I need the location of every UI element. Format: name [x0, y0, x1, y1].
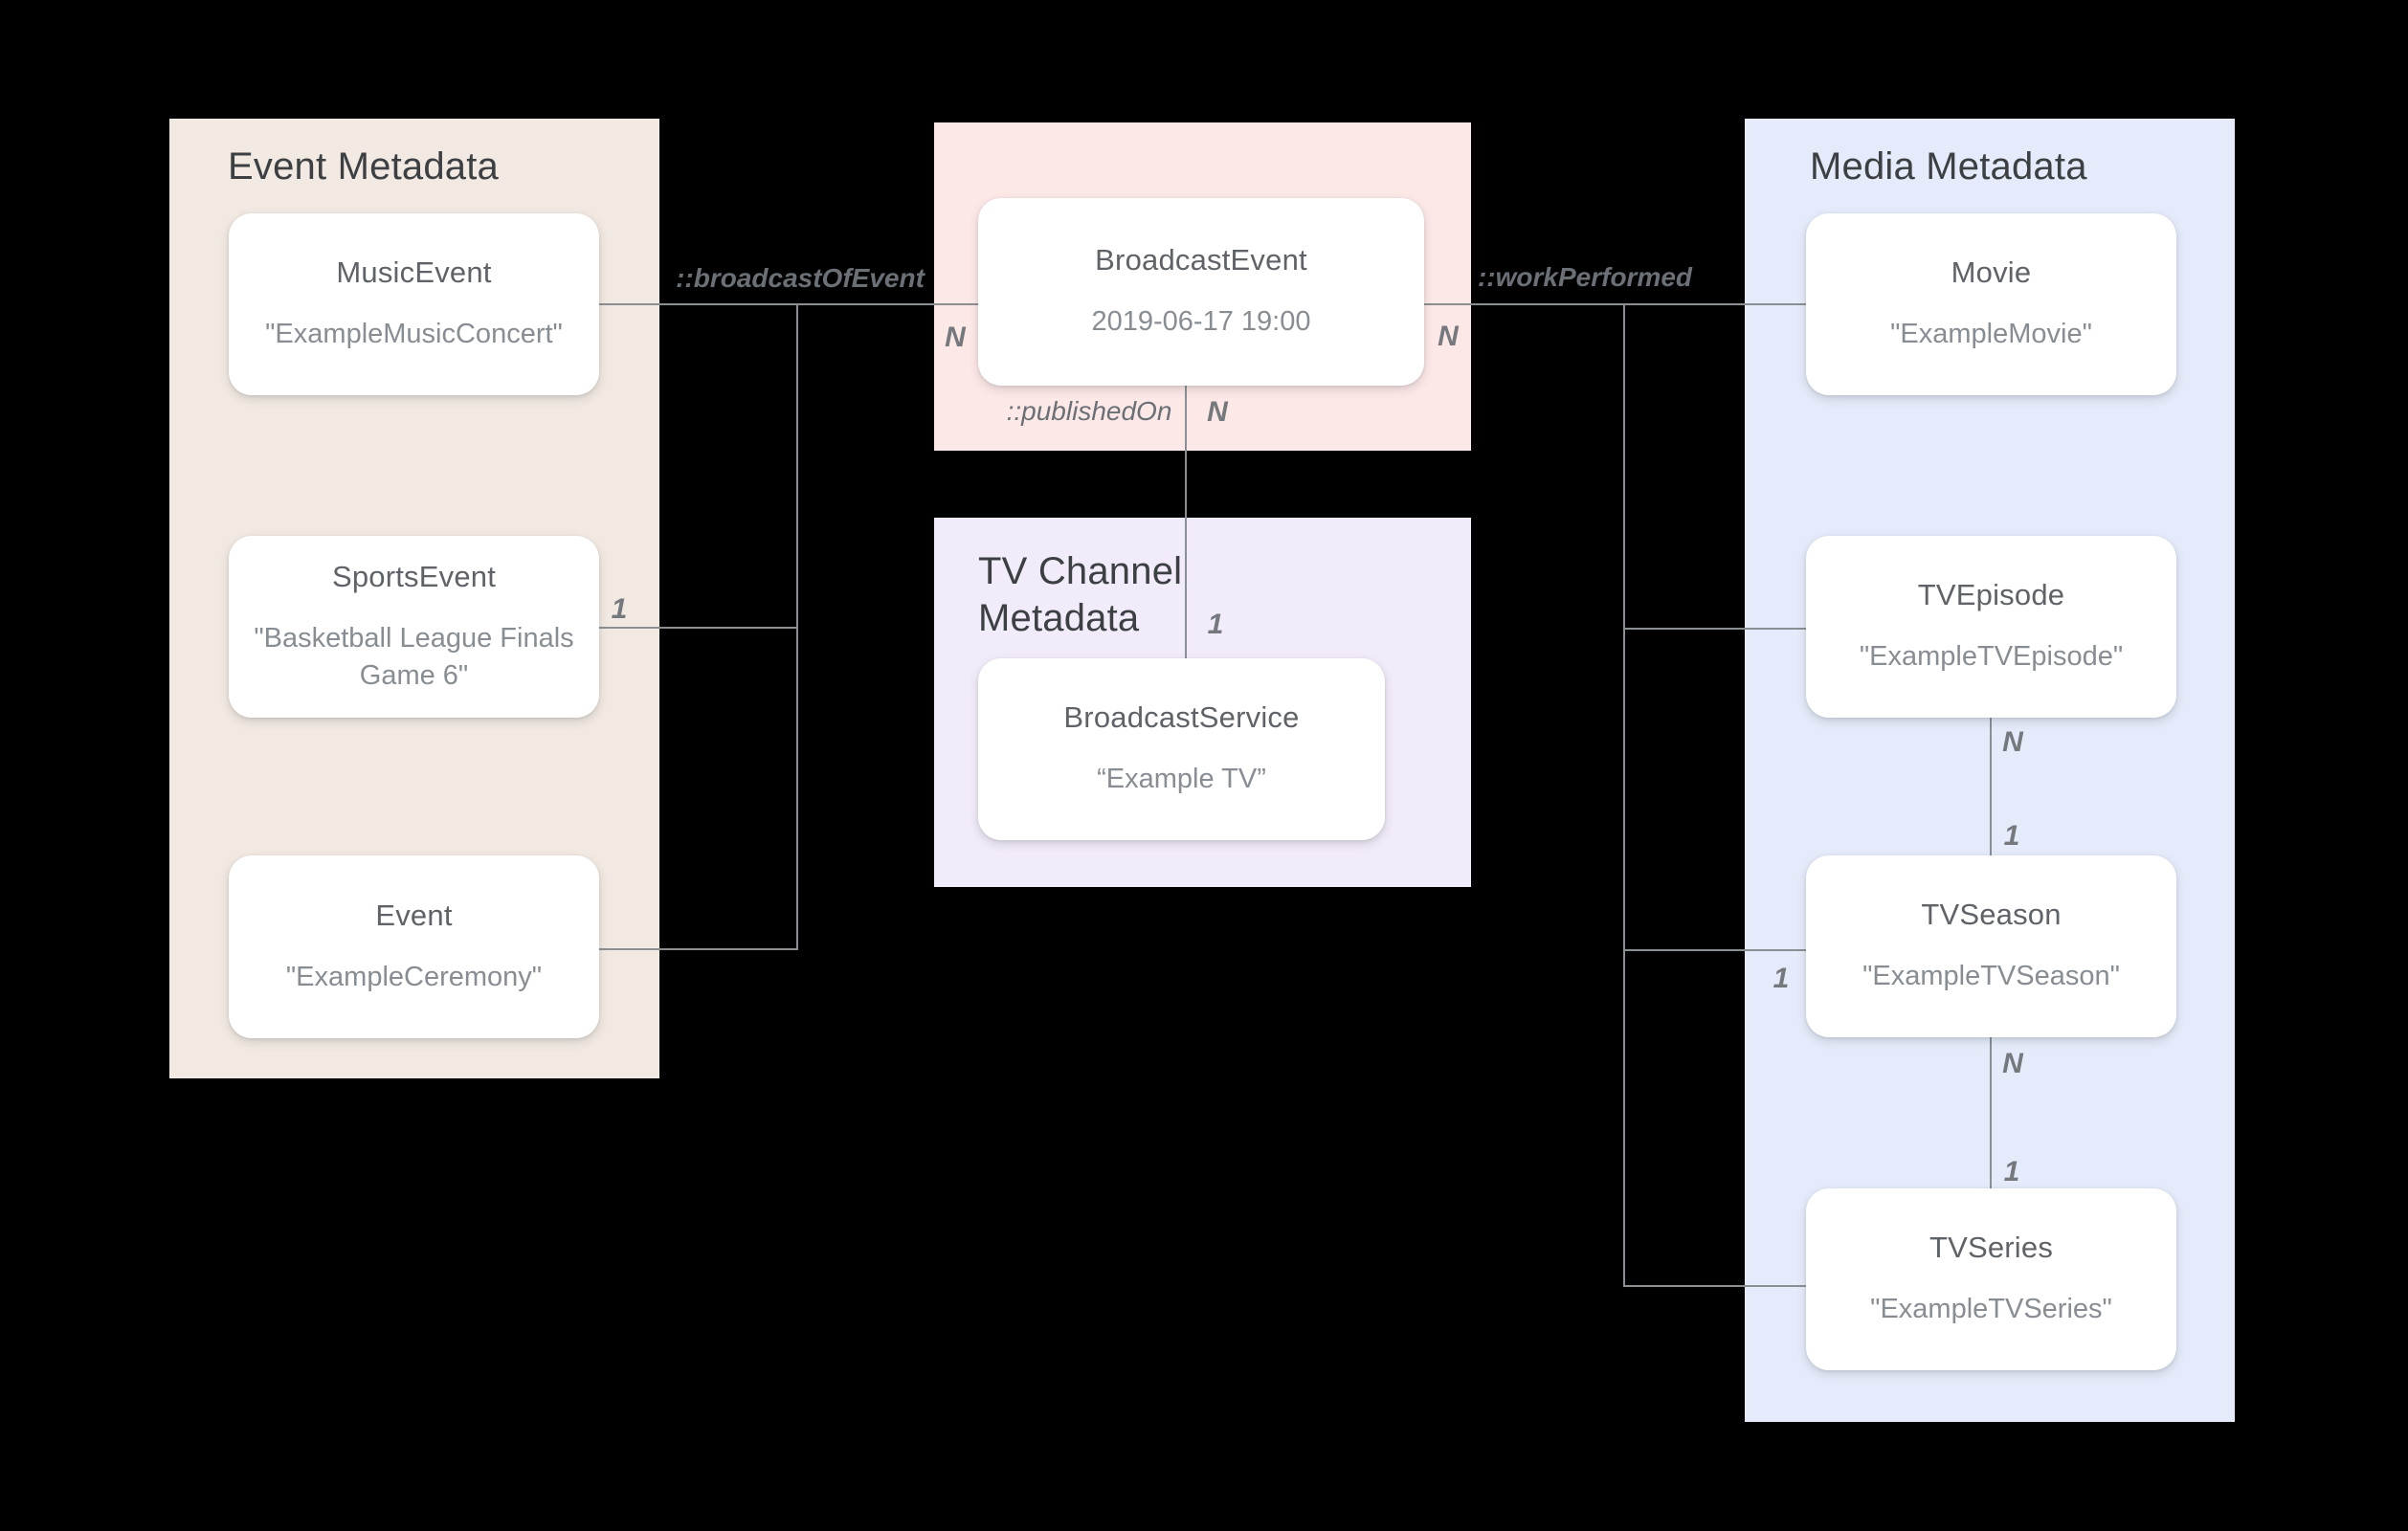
connector-right-trunk [1623, 303, 1625, 1287]
label-broadcast-of-event: ::broadcastOfEvent [676, 263, 925, 293]
cardinality-1-broadcastservice: 1 [1207, 609, 1224, 640]
connector-broadcastevent-movie [1424, 303, 1806, 305]
group-title-event-metadata: Event Metadata [228, 145, 499, 188]
node-title: Event [375, 898, 453, 932]
label-published-on: ::publishedOn [1006, 396, 1172, 426]
cardinality-1-sportsevent: 1 [611, 593, 628, 625]
connector-tvseason-tvseries [1990, 1037, 1992, 1188]
node-title: TVEpisode [1917, 578, 2065, 612]
connector-event-branch [599, 948, 796, 950]
node-event: Event "ExampleCeremony" [229, 855, 599, 1038]
node-tv-episode: TVEpisode "ExampleTVEpisode" [1806, 536, 2176, 718]
node-broadcast-event: BroadcastEvent 2019-06-17 19:00 [978, 198, 1424, 386]
node-value: "Basketball League Finals Game 6" [254, 623, 574, 691]
node-value: "ExampleTVEpisode" [1859, 641, 2124, 673]
cardinality-1-tvseason: 1 [1773, 963, 1790, 994]
node-tv-season: TVSeason "ExampleTVSeason" [1806, 855, 2176, 1037]
group-title-media-metadata: Media Metadata [1810, 145, 2087, 188]
node-value: "ExampleTVSeries" [1870, 1294, 2112, 1325]
node-tv-series: TVSeries "ExampleTVSeries" [1806, 1188, 2176, 1370]
node-title: MusicEvent [336, 255, 492, 290]
cardinality-n-season-series: N [2002, 1048, 2023, 1079]
node-value: "ExampleTVSeason" [1862, 961, 2120, 992]
cardinality-1-season-series: 1 [2003, 1156, 2020, 1187]
node-value: 2019-06-17 19:00 [1091, 306, 1311, 338]
node-title: TVSeries [1929, 1231, 2054, 1265]
node-broadcast-service: BroadcastService “Example TV” [978, 658, 1385, 840]
connector-musicevent-broadcastevent [599, 303, 978, 305]
node-title: TVSeason [1921, 898, 2062, 932]
label-work-performed: ::workPerformed [1477, 262, 1693, 292]
node-value: "ExampleMusicConcert" [265, 319, 563, 350]
cardinality-n-workperformed: N [1438, 321, 1459, 352]
connector-tvseries-branch [1623, 1285, 1806, 1287]
node-sports-event: SportsEvent "Basketball League Finals Ga… [229, 536, 599, 718]
group-title-tv-channel-metadata: TV Channel Metadata [978, 550, 1183, 639]
node-title: Movie [1951, 255, 2032, 290]
cardinality-n-broadcastofevent: N [945, 322, 966, 353]
connector-broadcastevent-broadcastservice [1185, 386, 1187, 658]
connector-left-trunk [796, 303, 798, 950]
connector-tvepisode-branch [1623, 628, 1806, 630]
node-title: BroadcastService [1063, 700, 1300, 735]
cardinality-n-publishedon: N [1207, 396, 1228, 428]
node-movie: Movie "ExampleMovie" [1806, 213, 2176, 395]
node-title: BroadcastEvent [1095, 243, 1307, 277]
node-value: “Example TV” [1097, 764, 1266, 795]
node-value: "ExampleMovie" [1890, 319, 2092, 350]
cardinality-1-episode-season: 1 [2003, 820, 2020, 852]
node-title: SportsEvent [331, 560, 497, 594]
connector-tvseason-branch [1623, 949, 1806, 951]
connector-sportsevent-branch [599, 627, 796, 629]
node-music-event: MusicEvent "ExampleMusicConcert" [229, 213, 599, 395]
node-value: "ExampleCeremony" [285, 961, 543, 992]
cardinality-n-episode-season: N [2002, 726, 2023, 758]
connector-tvepisode-tvseason [1990, 718, 1992, 855]
